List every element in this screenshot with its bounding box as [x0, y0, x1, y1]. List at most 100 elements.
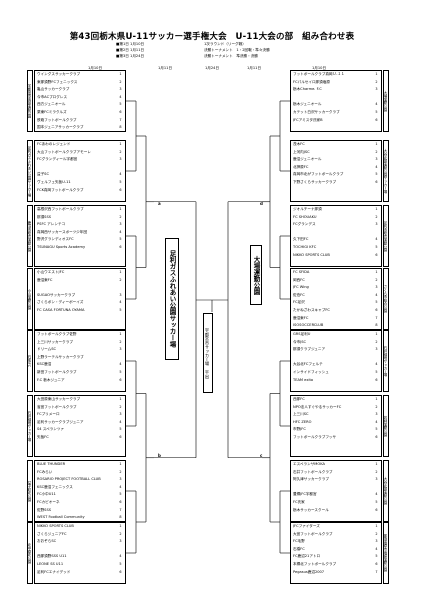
team-name: 足利サッカークラブジュニア — [37, 419, 84, 424]
left-group-6-venue: 石井緑地サッカー場 — [27, 395, 33, 457]
left-group-2-box — [34, 140, 126, 202]
team-name: 上河内JSC — [293, 149, 310, 154]
seed-number: 1 — [375, 270, 378, 274]
seed-number: 1 — [375, 142, 378, 146]
seed-number: 8 — [119, 515, 122, 520]
seed-number: 6 — [119, 500, 122, 504]
seed-number: 2 — [375, 404, 378, 409]
seed-number: 4 — [375, 102, 378, 107]
venue-center: 宇都宮市サッカー場 平出 — [203, 313, 213, 393]
seed-number: 1 — [375, 397, 378, 401]
team-name: JFCアミスタ氏家B — [293, 117, 323, 122]
team-name: 大谷北FCフェルテ — [293, 362, 323, 367]
right-group-2-venue: 大谷北部運動公園サッカー場 — [383, 140, 389, 202]
seed-number: 6 — [375, 377, 378, 382]
team-name: WEST Football Community — [37, 515, 85, 520]
seed-number: 4 — [119, 300, 122, 305]
team-name: 鉄砲フットボールクラブ — [37, 117, 77, 122]
team-name: 足利FCエナイデッド — [37, 569, 71, 574]
team-name: FCみらい — [37, 469, 53, 474]
team-name: FC小中U11 — [37, 492, 56, 497]
seed-number: 4 — [119, 362, 122, 367]
team-name: 益子SC — [37, 172, 49, 177]
seed-number: 3 — [119, 222, 122, 227]
seed-number: 2 — [375, 149, 378, 154]
team-name: 栃木サッカースクール — [293, 507, 329, 512]
team-name: 新田フットボールクラブ — [37, 370, 77, 374]
seed-number: 6 — [119, 435, 122, 439]
seed-number: 1 — [119, 270, 122, 274]
seed-number: 4 — [119, 484, 122, 489]
seed-number: 4 — [375, 237, 378, 242]
seed-number: 3 — [375, 539, 378, 544]
team-name: SUGAOサッカークラブ — [37, 292, 76, 297]
venue-left: 足利ガスふれあい公園サッカー場 — [165, 238, 179, 360]
seed-number: 3 — [119, 477, 122, 482]
right-group-4-box — [290, 268, 382, 330]
seed-number: 1 — [119, 524, 122, 528]
team-name: 栃木ジュニオール — [293, 102, 322, 107]
seed-number: 6 — [375, 117, 378, 122]
rule-1: 1次ラウンド（リーグ戦） — [204, 42, 246, 46]
venue-right: 大場運動公園 — [250, 245, 262, 305]
seed-number: 1 — [375, 207, 378, 211]
seed-number: 1 — [119, 72, 122, 76]
team-name: 鹿沼東FC — [37, 277, 53, 282]
team-name: FCK真岡フットボールクラブ — [37, 187, 84, 192]
team-name: FC足沢 — [293, 300, 305, 305]
team-name: JFC Wing — [293, 285, 309, 290]
seed-number: 2 — [119, 149, 122, 154]
right-group-5-box — [290, 330, 382, 392]
seed-number: 5 — [119, 492, 122, 497]
team-name: ROSARIO PROJECT FOOTBALL CLUB — [37, 477, 101, 482]
right-group-5-venue: 石井緑地サッカー場 — [383, 330, 389, 392]
team-name: 鹿沼ジュニオール — [293, 157, 322, 162]
team-name: 亀山サッカークラブ — [37, 87, 70, 92]
seed-number: 3 — [119, 157, 122, 162]
team-name: ドリームSC — [37, 347, 57, 352]
team-name: 大田原東山サッカークラブ — [37, 397, 81, 401]
seed-number: 6 — [375, 507, 378, 512]
seed-number: 4 — [375, 362, 378, 367]
seed-number: 1 — [375, 332, 378, 336]
right-group-4-venue: さくら市総合公園 — [383, 268, 389, 330]
seed-number: 6 — [119, 245, 122, 249]
center-letter-b: b — [158, 453, 161, 458]
right-group-2-box — [290, 140, 382, 202]
right-group-7-venue: 大谷北部運動公園 — [383, 460, 389, 522]
seed-number: 6 — [375, 308, 378, 312]
seed-number: 2 — [119, 469, 122, 474]
seed-number: 5 — [375, 172, 378, 177]
team-name: 石井フットボールクラブ — [293, 469, 333, 474]
team-name: 西那FC — [293, 397, 305, 401]
right-group-6-box — [290, 395, 382, 457]
seed-number: 2 — [375, 214, 378, 219]
team-name: FC鹿沼21アトロ — [293, 554, 321, 559]
center-date: 1月24日 — [205, 66, 220, 70]
team-name: おおぞらSC — [37, 539, 57, 544]
seed-number: 6 — [119, 569, 122, 574]
team-name: 小山ウエストJFC — [37, 270, 65, 274]
team-name: 佐野SSS — [37, 507, 52, 512]
seed-number: 2 — [375, 531, 378, 536]
team-name: さくらジュニアFC — [37, 531, 67, 536]
seed-number: 7 — [375, 569, 378, 574]
left-group-7-venue: 益子町北公園 — [27, 460, 33, 522]
seed-number: 2 — [375, 339, 378, 344]
left-r1-date: 1月10日 — [88, 66, 103, 70]
team-name: FCあわのレジェンド — [37, 142, 71, 146]
team-name: 上三川SC — [293, 412, 309, 417]
team-name: 市野JFC — [293, 427, 306, 432]
team-name: 野沢グランディオスFC — [37, 237, 74, 242]
seed-number: 7 — [119, 117, 122, 122]
seed-number: 1 — [119, 397, 122, 401]
team-name: F.C 栃木ジュニア — [37, 377, 65, 382]
team-name: 大山フットボールクラブアモーレ — [37, 149, 91, 154]
left-group-1-box — [34, 70, 126, 132]
seed-number: 1 — [375, 524, 378, 528]
seed-number: 5 — [375, 370, 378, 374]
team-name: TSUNAGU Sports Academy — [37, 245, 86, 249]
team-name: 大宮フットボールクラブ — [293, 531, 333, 536]
seed-number: 3 — [119, 347, 122, 352]
